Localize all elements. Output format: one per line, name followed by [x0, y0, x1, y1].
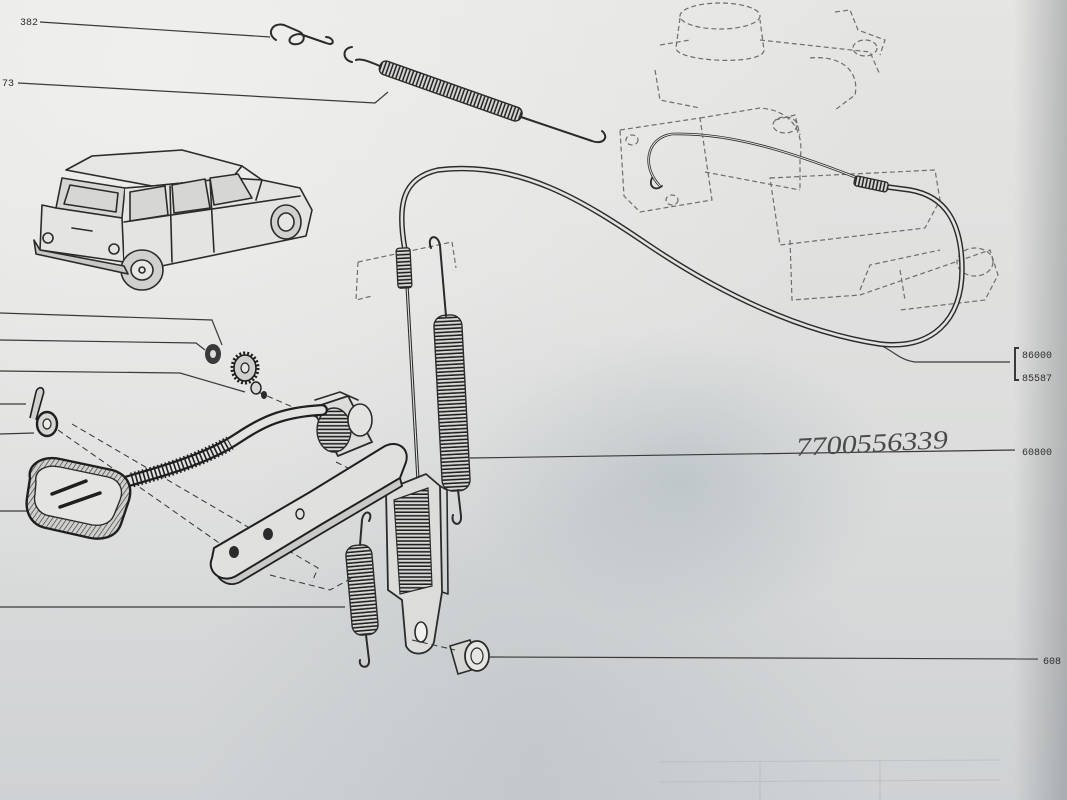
accelerator-pedal-pad	[25, 456, 132, 540]
accelerator-cable	[398, 132, 965, 348]
upper-tension-spring	[355, 58, 607, 144]
faint-table-lines	[659, 759, 1001, 800]
leader-lines	[0, 21, 1039, 660]
pivot-bolt	[449, 639, 490, 675]
ref-label-upper-left: 382	[20, 18, 38, 29]
s-hook-clip	[269, 23, 353, 63]
pedal-pivot-bush	[310, 391, 374, 458]
pedal-arm	[112, 404, 328, 490]
carburettor-outline	[619, 2, 999, 311]
small-return-spring	[345, 511, 379, 668]
ref-label-spring: 60800	[1022, 448, 1052, 459]
slotted-lever-bracket	[385, 472, 449, 655]
ref-label-bolt: 608	[1043, 657, 1061, 668]
ref-label-lower-left: 73	[2, 79, 14, 90]
ref-label-cable-bottom: 85587	[1022, 374, 1052, 385]
tall-return-spring	[428, 236, 471, 525]
pin-and-washer	[29, 386, 59, 438]
car-illustration	[33, 149, 313, 291]
washers-and-clip	[205, 344, 267, 399]
ref-label-cable-top: 86000	[1022, 351, 1052, 362]
pedal-lever-plate	[209, 443, 408, 585]
handwritten-part-number: 7700556339	[795, 425, 948, 462]
cable-inner-wire	[395, 247, 420, 481]
